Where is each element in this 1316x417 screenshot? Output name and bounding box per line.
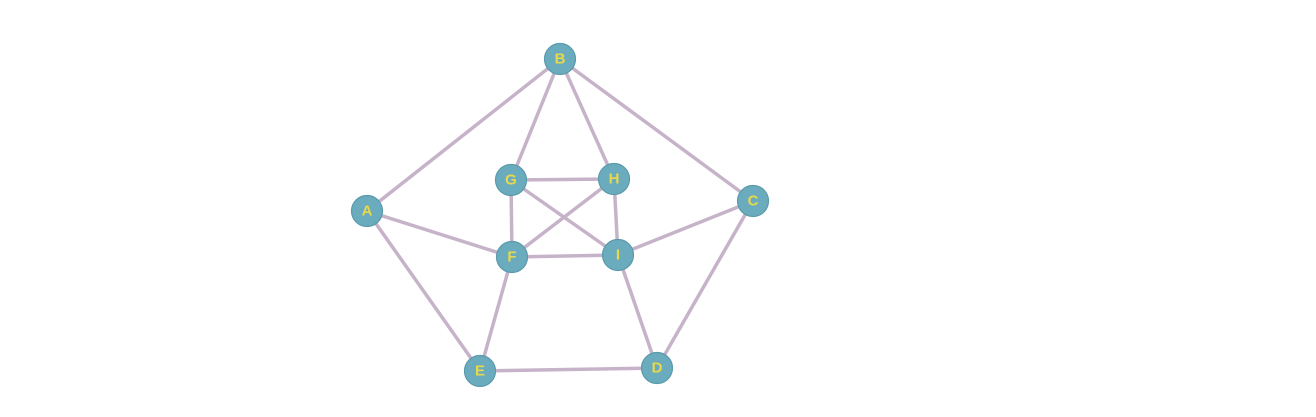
node-circle	[736, 184, 770, 218]
node-label: C	[748, 193, 759, 210]
node-i: I	[601, 238, 635, 272]
edges-layer	[365, 57, 755, 373]
nodes-layer: A B C D E F G H I	[350, 42, 770, 388]
edge-c-i	[616, 199, 755, 257]
node-circle	[495, 240, 529, 274]
node-g: G	[494, 163, 528, 197]
edge-f-i	[510, 253, 620, 259]
edge-g-h	[509, 177, 616, 182]
edge-b-h	[558, 57, 616, 181]
node-d: D	[640, 351, 674, 385]
node-b: B	[543, 42, 577, 76]
node-label: A	[362, 203, 373, 220]
edge-d-i	[616, 253, 659, 370]
node-label: H	[609, 171, 620, 188]
node-label: E	[475, 363, 485, 380]
edge-d-e	[478, 366, 659, 373]
node-circle	[463, 354, 497, 388]
node-circle	[494, 163, 528, 197]
edge-a-f	[365, 209, 514, 259]
edge-b-g	[509, 57, 562, 182]
node-e: E	[463, 354, 497, 388]
node-c: C	[736, 184, 770, 218]
node-a: A	[350, 194, 384, 228]
node-circle	[640, 351, 674, 385]
edge-h-f	[510, 177, 616, 259]
node-circle	[350, 194, 384, 228]
edge-b-c	[558, 57, 755, 203]
edge-a-b	[365, 57, 562, 213]
node-circle	[601, 238, 635, 272]
node-f: F	[495, 240, 529, 274]
edge-e-a	[365, 209, 482, 373]
node-circle	[597, 162, 631, 196]
edge-c-d	[655, 199, 755, 370]
node-label: D	[652, 360, 663, 377]
node-label: I	[616, 247, 620, 264]
node-h: H	[597, 162, 631, 196]
edge-e-f	[478, 255, 514, 373]
node-label: G	[505, 172, 517, 189]
node-circle	[543, 42, 577, 76]
node-label: B	[555, 51, 566, 68]
node-label: F	[507, 249, 516, 266]
